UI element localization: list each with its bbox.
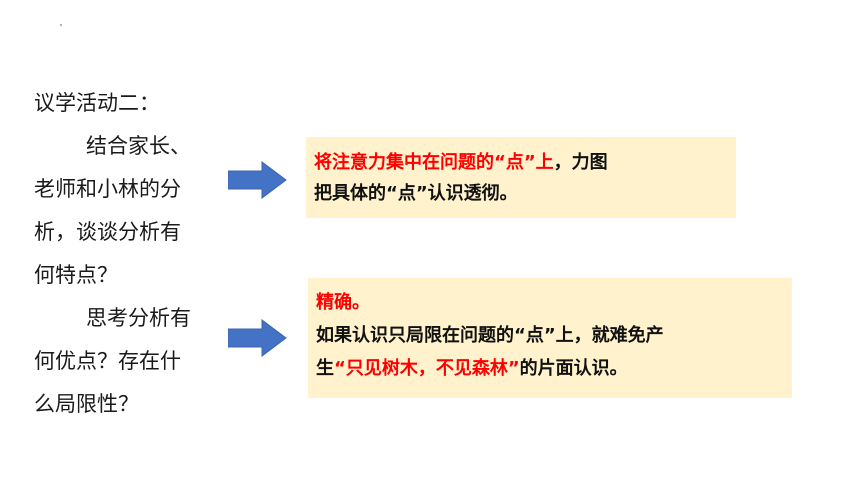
answer-line: 生“只见树木，不见森林”的片面认识。 [316,352,792,385]
answer-heading: 精确。 [316,292,370,313]
decorative-dot [60,24,62,26]
right-arrow-icon [228,319,287,357]
prompt-line: 思考分析有 [86,306,191,330]
activity-prompt: 议学活动二： 结合家长、 老师和小林的分 析，谈谈分析有 何特点？ 思考分析有 … [34,82,234,426]
prompt-line: 么局限性？ [34,392,139,416]
answer-box-characteristics: 将注意力集中在问题的“点”上，力图 把具体的“点”认识透彻。 [306,137,736,218]
answer-text: 的片面认识。 [519,358,628,379]
activity-title: 议学活动二： [34,91,160,115]
prompt-line: 析，谈谈分析有 [34,220,181,244]
prompt-line: 何特点？ [34,263,118,287]
answer-line: 将注意力集中在问题的“点”上，力图 [314,147,736,178]
right-arrow-icon [228,161,287,199]
highlighted-text: 将注意力集中在问题的“点”上 [314,152,554,173]
answer-box-pros-cons: 精确。 如果认识只局限在问题的“点”上，就难免产 生“只见树木，不见森林”的片面… [308,278,792,398]
answer-text: ，力图 [553,152,608,173]
prompt-line: 何优点？存在什 [34,349,181,373]
answer-line: 把具体的“点”认识透彻。 [314,183,518,204]
prompt-line: 结合家长、 [86,134,191,158]
prompt-line: 老师和小林的分 [34,177,181,201]
answer-line: 如果认识只局限在问题的“点”上，就难免产 [316,325,664,346]
highlighted-quote: “只见树木，不见森林” [334,358,520,379]
answer-text: 生 [316,358,334,379]
